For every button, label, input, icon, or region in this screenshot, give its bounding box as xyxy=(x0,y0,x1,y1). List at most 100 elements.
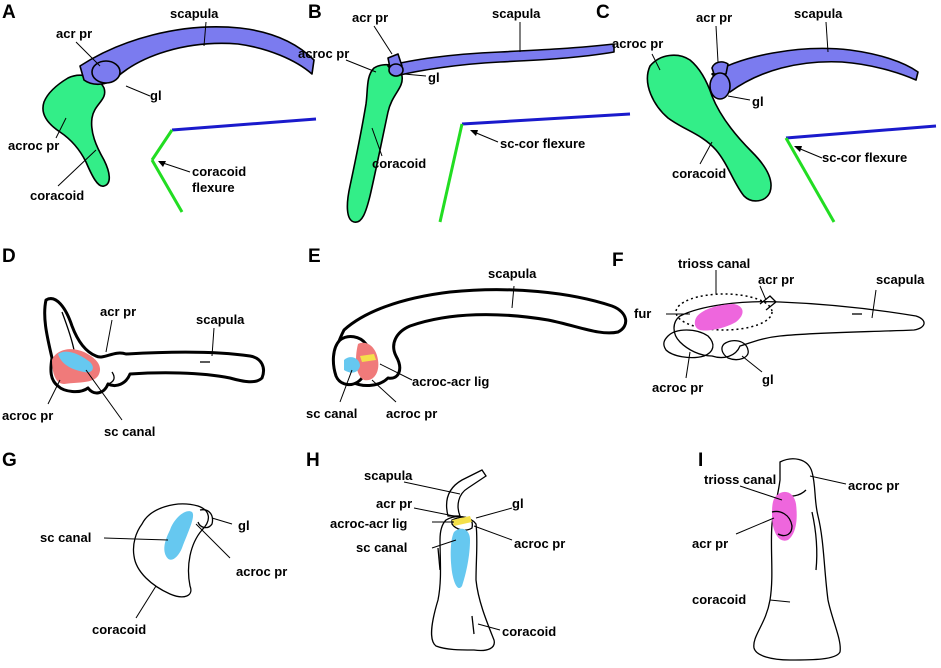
label-acr-pr: acr pr xyxy=(56,26,92,41)
acromion-outline xyxy=(771,510,793,537)
leader-gl xyxy=(475,507,513,519)
label-coracoid: coracoid xyxy=(30,188,84,203)
label-scapula: scapula xyxy=(364,468,413,483)
ligament-region xyxy=(360,354,376,362)
label-acroc-pr: acroc pr xyxy=(298,46,349,61)
panel-letter-i: I xyxy=(698,450,703,471)
flexure-line-green-bottom xyxy=(150,159,184,213)
label-coracoid: coracoid xyxy=(92,622,146,637)
label-acr-pr: acr pr xyxy=(376,496,412,511)
leader-scapula xyxy=(511,285,515,309)
coracoid-shape xyxy=(42,74,111,187)
acromion-shape xyxy=(711,61,729,75)
glenoid-outline xyxy=(197,509,214,529)
leader-sc-canal xyxy=(85,369,123,421)
label-gl: gl xyxy=(238,518,250,533)
acromion-outline xyxy=(759,295,777,311)
sc-canal-region xyxy=(344,357,360,373)
leader-acr-pr xyxy=(735,517,775,535)
trioss-canal-region xyxy=(772,491,797,541)
scapula-outline xyxy=(445,469,487,517)
label-acroc-pr: acroc pr xyxy=(652,380,703,395)
label-gl: gl xyxy=(150,88,162,103)
label-coracoid: coracoid xyxy=(692,592,746,607)
leader-coracoid xyxy=(699,141,713,165)
panel-a: A scapula acr pr gl acroc pr coracoid co… xyxy=(2,2,317,213)
leader-gl xyxy=(727,95,751,101)
label-gl: gl xyxy=(512,496,524,511)
label-acroc-pr: acroc pr xyxy=(612,36,663,51)
leader-acr-pr xyxy=(75,41,101,67)
label-acroc-pr: acroc pr xyxy=(514,536,565,551)
leader-scapula xyxy=(825,21,829,53)
label-acroc-pr: acroc pr xyxy=(386,406,437,421)
panel-letter-e: E xyxy=(308,246,321,267)
label-acr-pr: acr pr xyxy=(692,536,728,551)
label-flexure-line1: coracoid xyxy=(192,164,246,179)
leader-scapula xyxy=(203,21,207,47)
glenoid-shape xyxy=(91,60,121,84)
flexure-line-green-top xyxy=(150,129,174,161)
flexure-line-blue xyxy=(461,112,631,126)
label-sc-canal: sc canal xyxy=(104,424,155,439)
leader-acroc-acr-lig xyxy=(379,363,413,381)
label-acroc-acr-lig: acroc-acr lig xyxy=(412,374,489,389)
coracoid-outline xyxy=(430,515,495,652)
leader-coracoid xyxy=(477,623,501,631)
leader-gl xyxy=(741,355,763,373)
leader-sc-canal xyxy=(339,369,353,403)
coracoid-edge-line xyxy=(61,311,75,351)
panel-letter-g: G xyxy=(2,450,17,471)
label-acr-pr: acr pr xyxy=(100,304,136,319)
leader-acroc-pr xyxy=(473,525,513,541)
flexure-line-blue xyxy=(785,124,937,140)
panel-letter-h: H xyxy=(306,450,320,471)
glenoid-outline xyxy=(721,339,749,361)
leader-acroc-pr xyxy=(809,475,847,485)
leader-acr-pr xyxy=(105,319,113,353)
label-trioss-canal: trioss canal xyxy=(678,256,750,271)
surface-mark xyxy=(811,511,818,571)
glenoid-shape xyxy=(709,72,731,100)
leader-coracoid xyxy=(135,585,157,619)
panel-b: B acr pr scapula acroc pr gl coracoid sc… xyxy=(298,2,631,223)
leader-sc-canal xyxy=(431,539,457,549)
leader-scapula xyxy=(403,481,461,495)
sc-canal-region xyxy=(164,511,194,560)
furcula-dotted-outline xyxy=(675,293,773,331)
trioss-canal-region xyxy=(694,304,743,331)
label-coracoid: coracoid xyxy=(672,166,726,181)
leader-acroc-pr xyxy=(685,351,691,379)
panel-g: G sc canal gl acroc pr coracoid xyxy=(2,450,287,637)
label-flexure: sc-cor flexure xyxy=(822,150,907,165)
leader-acr-pr xyxy=(373,25,393,55)
flexure-arrowhead xyxy=(158,161,166,167)
label-acr-pr: acr pr xyxy=(696,10,732,25)
label-trioss-canal: trioss canal xyxy=(704,472,776,487)
label-scapula: scapula xyxy=(876,272,925,287)
flexure-arrow xyxy=(473,131,499,143)
label-acroc-acr-lig: acroc-acr lig xyxy=(330,516,407,531)
sc-canal-region xyxy=(450,528,470,589)
leader-acroc-pr xyxy=(345,59,377,73)
label-sc-canal: sc canal xyxy=(356,540,407,555)
panel-c: C acr pr scapula acroc pr gl coracoid sc… xyxy=(596,2,937,223)
panel-f: F trioss canal acr pr scapula fur acroc … xyxy=(612,250,925,395)
leader-gl xyxy=(211,517,233,525)
scapula-outline xyxy=(335,288,628,387)
label-sc-canal: sc canal xyxy=(306,406,357,421)
panel-letter-c: C xyxy=(596,2,610,23)
leader-trioss-canal xyxy=(739,485,783,501)
flexure-arrowhead xyxy=(470,130,478,136)
flexure-line-green xyxy=(784,137,836,223)
surface-mark-1 xyxy=(437,547,441,571)
panel-e: E scapula acroc-acr lig sc canal acroc p… xyxy=(306,246,628,421)
scapula-shape xyxy=(387,43,615,77)
leader-acroc-pr xyxy=(47,379,61,405)
leader-gl xyxy=(403,73,427,77)
leader-scapula xyxy=(211,327,215,357)
label-gl: gl xyxy=(752,94,764,109)
leader-coracoid xyxy=(57,149,97,187)
leader-acr-pr xyxy=(715,25,719,63)
panel-h: H scapula acr pr gl acroc-acr lig sc can… xyxy=(306,450,565,652)
